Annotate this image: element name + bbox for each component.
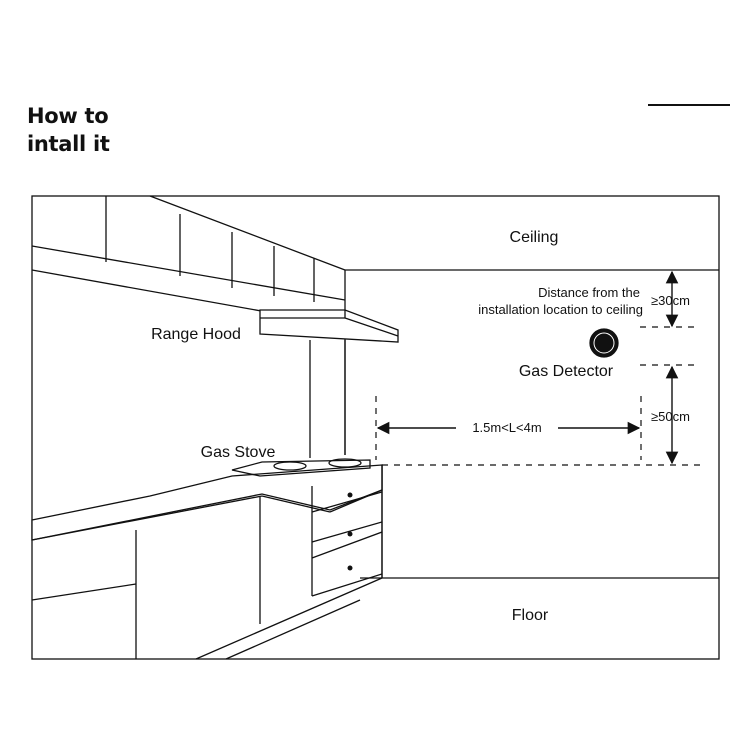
- gas-detector-label: Gas Detector: [519, 363, 614, 380]
- floor-label: Floor: [512, 607, 549, 624]
- distance-label-line2: installation location to ceiling: [478, 302, 643, 317]
- drawer-knob: [347, 531, 353, 537]
- upper-cabinets: [31, 195, 346, 327]
- drawer-knob: [347, 492, 353, 498]
- drawer-knob: [347, 565, 353, 571]
- title-line-2: intall it: [27, 132, 110, 156]
- gas-stove-label: Gas Stove: [201, 444, 276, 461]
- decorative-rule: [648, 104, 730, 106]
- height-gap-label: ≥50cm: [651, 409, 690, 424]
- counter-cabinets: [31, 464, 383, 660]
- diagram-frame: [31, 195, 720, 660]
- ceiling-label: Ceiling: [510, 229, 559, 246]
- range-hood: [259, 309, 399, 458]
- gas-stove: [231, 458, 371, 477]
- ceiling-gap-label: ≥30cm: [651, 293, 690, 308]
- range-hood-label: Range Hood: [151, 326, 241, 343]
- title-line-1: How to: [27, 104, 109, 128]
- distance-label-line1: Distance from the: [538, 285, 640, 300]
- horizontal-range-label: 1.5m<L<4m: [472, 420, 541, 435]
